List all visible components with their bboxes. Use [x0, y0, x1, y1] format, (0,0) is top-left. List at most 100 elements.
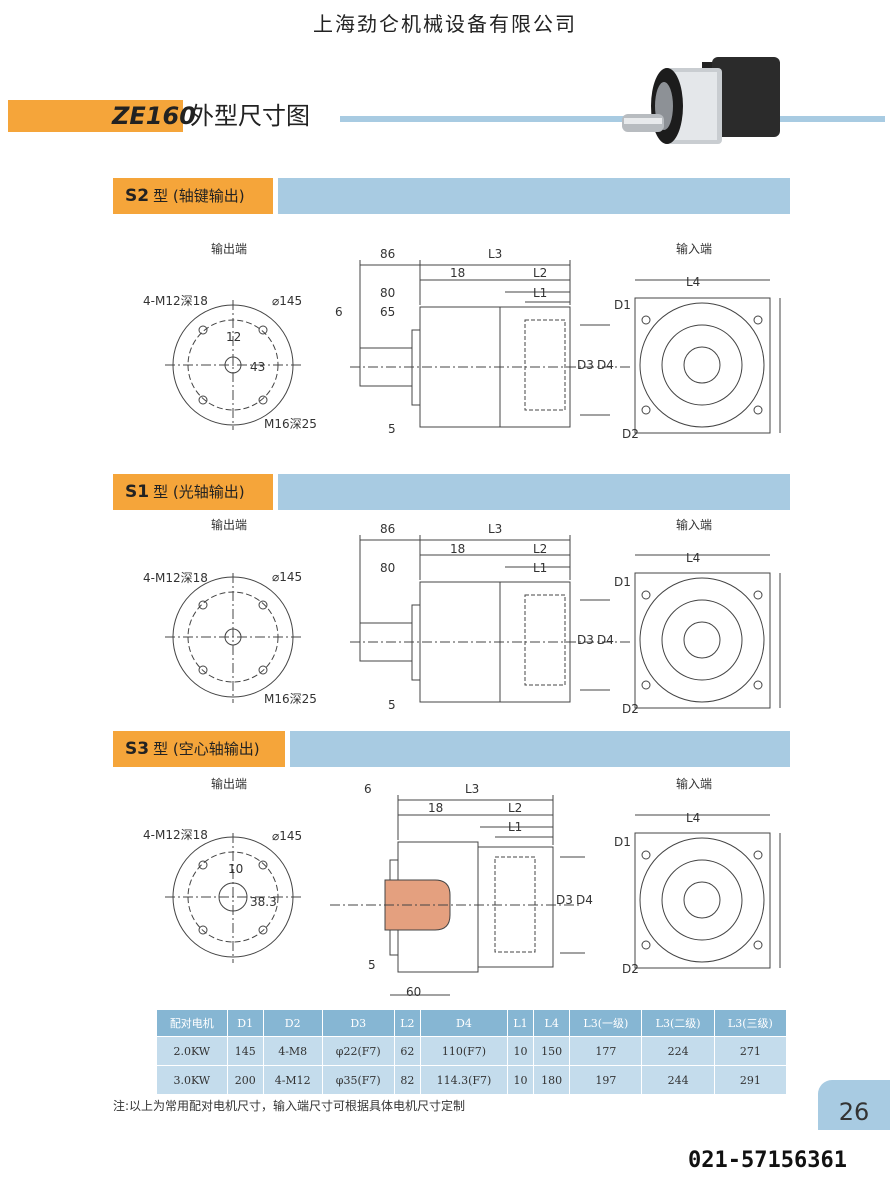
- dim-d1: D1: [614, 298, 631, 312]
- dim-m12: 4-M12深18: [143, 294, 208, 308]
- drawing-s3: [165, 795, 781, 996]
- dim-phi145: ⌀145: [272, 294, 303, 308]
- table-cell: 10: [507, 1036, 535, 1066]
- table-header-row: 配对电机 D1 D2 D3 L2 D4 L1 L4 L3(一级) L3(二级) …: [157, 1010, 788, 1037]
- dim-m16: M16深25: [264, 417, 317, 431]
- dim-86: 86: [380, 522, 396, 536]
- dim-80: 80: [380, 286, 396, 300]
- table-cell: φ35(F7): [322, 1065, 395, 1094]
- col-header: L3(三级): [714, 1010, 788, 1037]
- dim-10: 10: [228, 862, 244, 876]
- drawing-s2: [165, 260, 781, 434]
- section-bar: [278, 474, 790, 510]
- dim-l3: L3: [488, 247, 503, 261]
- dim-d4: D4: [576, 893, 593, 907]
- col-header: L1: [507, 1010, 535, 1037]
- dim-18: 18: [450, 266, 466, 280]
- dim-6: 6: [335, 305, 343, 319]
- table-cell: 10: [507, 1065, 535, 1094]
- table-cell: 3.0KW: [157, 1065, 228, 1094]
- dim-l2: L2: [533, 266, 548, 280]
- table-cell: 197: [569, 1065, 643, 1094]
- table-cell: φ22(F7): [322, 1036, 395, 1066]
- table-cell: 4-M8: [263, 1036, 323, 1066]
- dim-l4: L4: [686, 551, 701, 565]
- section-bar: [290, 731, 790, 767]
- input-view-label: 输入端: [676, 518, 713, 532]
- dim-d2: D2: [622, 702, 639, 716]
- dim-80: 80: [380, 561, 396, 575]
- model-code: ZE160: [112, 102, 196, 130]
- dim-l1: L1: [533, 561, 548, 575]
- table-cell: 62: [394, 1036, 421, 1066]
- dim-m12: 4-M12深18: [143, 571, 208, 585]
- table-cell: 150: [533, 1036, 571, 1066]
- dim-86: 86: [380, 247, 396, 261]
- col-header: 配对电机: [157, 1010, 228, 1037]
- table-cell: 200: [227, 1065, 264, 1094]
- dim-phi145: ⌀145: [272, 570, 303, 584]
- table-cell: 224: [641, 1036, 715, 1066]
- dim-l3: L3: [465, 782, 480, 796]
- section-type: 型 (光轴输出): [153, 483, 245, 501]
- table-cell: 244: [641, 1065, 715, 1094]
- dim-d3: D3: [577, 633, 594, 647]
- table-cell: 291: [714, 1065, 788, 1094]
- dim-l2: L2: [533, 542, 548, 556]
- table-cell: 82: [394, 1065, 421, 1094]
- table-row: 2.0KW 145 4-M8 φ22(F7) 62 110(F7) 10 150…: [157, 1036, 788, 1066]
- section-code: S3: [125, 739, 150, 759]
- page-number: 26: [818, 1080, 890, 1130]
- dim-l3: L3: [488, 522, 503, 536]
- dim-43: 43: [250, 360, 266, 374]
- dim-5: 5: [368, 958, 376, 972]
- dim-d2: D2: [622, 427, 639, 441]
- spec-table: 配对电机 D1 D2 D3 L2 D4 L1 L4 L3(一级) L3(二级) …: [157, 1010, 788, 1094]
- output-view-label: 输出端: [211, 242, 248, 256]
- table-cell: 4-M12: [263, 1065, 323, 1094]
- table-cell: 180: [533, 1065, 571, 1094]
- col-header: L2: [394, 1010, 421, 1037]
- dim-12: 12: [226, 330, 242, 344]
- dim-d3: D3: [577, 358, 594, 372]
- dim-60: 60: [406, 985, 422, 999]
- section-bar: [278, 178, 790, 214]
- output-view-label: 输出端: [211, 777, 248, 791]
- input-view-label: 输入端: [676, 777, 713, 791]
- col-header: L4: [533, 1010, 571, 1037]
- phone-number: 021-57156361: [688, 1148, 847, 1173]
- dim-m16: M16深25: [264, 692, 317, 706]
- dim-5: 5: [388, 422, 396, 436]
- col-header: D3: [322, 1010, 395, 1037]
- table-cell: 271: [714, 1036, 788, 1066]
- dim-65: 65: [380, 305, 396, 319]
- dim-5: 5: [388, 698, 396, 712]
- col-header: L3(二级): [641, 1010, 715, 1037]
- dim-d3: D3: [556, 893, 573, 907]
- section-type: 型 (轴键输出): [153, 187, 245, 205]
- table-row: 3.0KW 200 4-M12 φ35(F7) 82 114.3(F7) 10 …: [157, 1065, 788, 1094]
- table-cell: 177: [569, 1036, 643, 1066]
- footnote: 注:以上为常用配对电机尺寸，输入端尺寸可根据具体电机尺寸定制: [113, 1099, 466, 1113]
- section-type: 型 (空心轴输出): [153, 740, 260, 758]
- header-rule: [340, 116, 885, 122]
- product-photo: [622, 57, 780, 144]
- input-view-label: 输入端: [676, 242, 713, 256]
- dim-38: 38.3: [250, 895, 277, 909]
- dim-l4: L4: [686, 811, 701, 825]
- col-header: D4: [420, 1010, 508, 1037]
- dim-18: 18: [428, 801, 444, 815]
- header-accent-bar: [8, 100, 183, 132]
- dim-6: 6: [364, 782, 372, 796]
- dim-l2: L2: [508, 801, 523, 815]
- table-cell: 110(F7): [420, 1036, 508, 1066]
- company-name: 上海劲仑机械设备有限公司: [313, 12, 577, 36]
- dim-l4: L4: [686, 275, 701, 289]
- dim-d4: D4: [597, 633, 614, 647]
- output-view-label: 输出端: [211, 518, 248, 532]
- section-code: S2: [125, 186, 150, 206]
- section-code: S1: [125, 482, 150, 502]
- dim-m12: 4-M12深18: [143, 828, 208, 842]
